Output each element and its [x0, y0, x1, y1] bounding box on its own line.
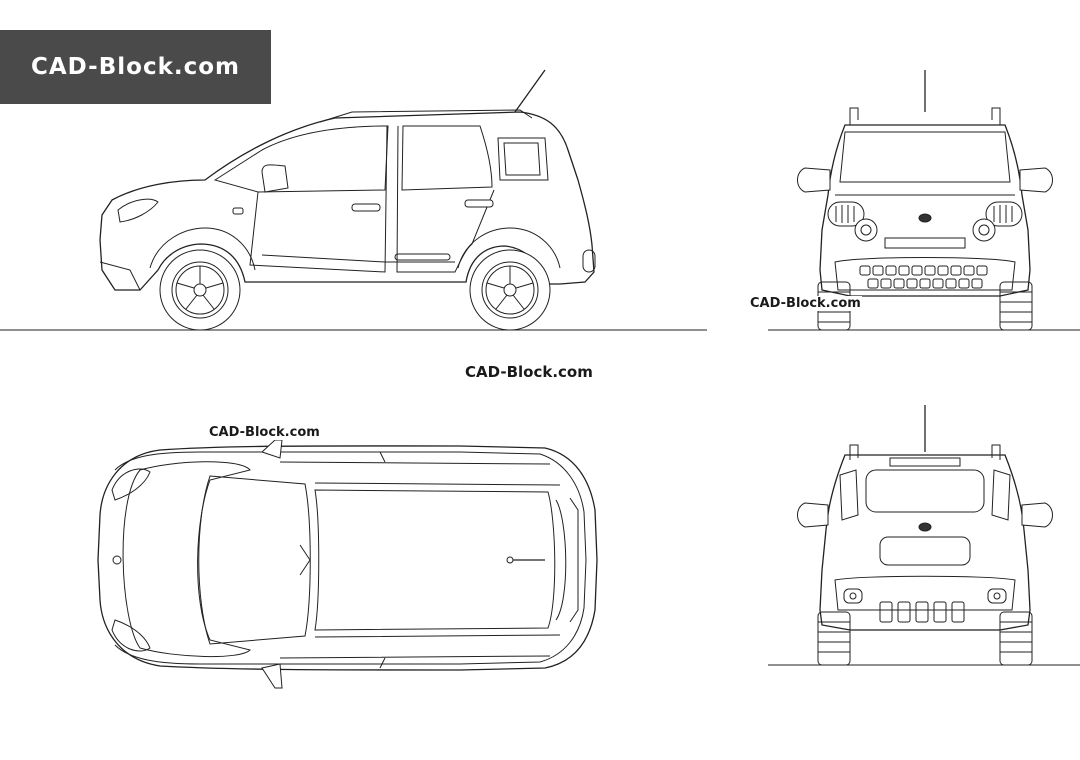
front-body-outline	[820, 125, 1030, 296]
side-tail-lamp	[504, 143, 540, 175]
front-fiat-badge	[919, 214, 931, 222]
side-rear-door	[397, 126, 494, 272]
top-mirror-mount	[300, 545, 310, 575]
watermark-middle: CAD-Block.com	[464, 363, 594, 381]
side-front-bumper	[100, 262, 140, 290]
top-body-outline	[98, 446, 597, 670]
side-front-arch	[150, 228, 255, 270]
top-windshield	[199, 476, 311, 644]
top-door-seams	[380, 452, 385, 668]
top-hood	[123, 462, 250, 657]
front-left-foglamp	[855, 219, 877, 241]
side-rear-window	[402, 126, 492, 190]
rear-plate-recess	[880, 537, 970, 565]
top-left-headlamp	[112, 469, 150, 500]
side-cladding-line	[262, 255, 455, 262]
rear-view	[768, 405, 1080, 665]
top-roof	[315, 490, 555, 630]
front-left-headlamp	[828, 202, 864, 226]
side-antenna	[515, 70, 545, 112]
top-front-badge	[113, 556, 121, 564]
rear-diffuser-slots	[880, 602, 964, 622]
top-inner-outline	[115, 452, 586, 664]
rear-fiat-badge	[919, 523, 931, 531]
front-lower-grille	[860, 266, 987, 288]
rear-right-tire	[1000, 612, 1032, 665]
top-left-mirror	[262, 440, 282, 458]
top-beltline	[280, 462, 550, 658]
side-headlamp	[118, 199, 158, 222]
top-roof-rails	[315, 483, 560, 637]
side-rear-reflector	[583, 250, 595, 272]
top-right-mirror	[262, 664, 282, 688]
front-right-headlamp	[986, 202, 1022, 226]
front-right-tire	[1000, 282, 1032, 330]
side-front-door	[250, 126, 387, 272]
front-right-mirror	[1020, 168, 1053, 192]
rear-tire-tread	[818, 622, 1032, 652]
top-view	[98, 440, 597, 688]
side-mirror	[262, 165, 288, 192]
rear-bumper	[835, 576, 1015, 610]
rear-roof-rails	[850, 445, 1000, 460]
side-rear-handle	[465, 200, 493, 207]
side-view	[0, 70, 707, 330]
rear-left-tire	[818, 612, 850, 665]
side-rear-arch	[458, 228, 560, 268]
top-antenna-base	[507, 557, 513, 563]
front-right-foglamp-inner	[979, 225, 989, 235]
rear-left-reflector	[844, 589, 862, 603]
rear-left-taillamp	[840, 470, 858, 520]
rear-right-reflector	[988, 589, 1006, 603]
rear-left-mirror	[798, 503, 829, 527]
front-windshield	[840, 132, 1010, 182]
rear-left-reflector-dot	[850, 593, 856, 599]
front-upper-grille	[885, 238, 965, 248]
side-front-wheel	[160, 250, 240, 330]
front-left-mirror	[798, 168, 831, 192]
side-front-window	[215, 126, 388, 192]
side-quarter-window	[498, 138, 548, 180]
front-right-foglamp	[973, 219, 995, 241]
side-repeater-lamp	[233, 208, 243, 214]
top-right-headlamp	[112, 620, 150, 651]
watermark-side: CAD-Block.com	[749, 296, 862, 311]
side-rear-wheel	[470, 250, 550, 330]
side-roof-rail	[320, 110, 532, 122]
side-body-outline	[100, 112, 594, 290]
front-bumper	[835, 258, 1015, 291]
rear-spoiler-light	[890, 458, 960, 466]
side-front-handle	[352, 204, 380, 211]
rear-body-outline	[820, 455, 1030, 630]
front-roof-rails	[850, 108, 1000, 125]
rear-right-reflector-dot	[994, 593, 1000, 599]
rear-right-mirror	[1022, 503, 1053, 527]
top-rear-hatch	[556, 500, 566, 620]
top-rear-bumper-line	[570, 498, 578, 622]
side-door-trim	[395, 254, 450, 260]
watermark-top: CAD-Block.com	[208, 425, 321, 440]
site-logo-banner: CAD-Block.com	[0, 30, 271, 104]
front-view	[768, 70, 1080, 330]
rear-window	[866, 470, 984, 512]
rear-right-taillamp	[992, 470, 1010, 520]
front-left-foglamp-inner	[861, 225, 871, 235]
